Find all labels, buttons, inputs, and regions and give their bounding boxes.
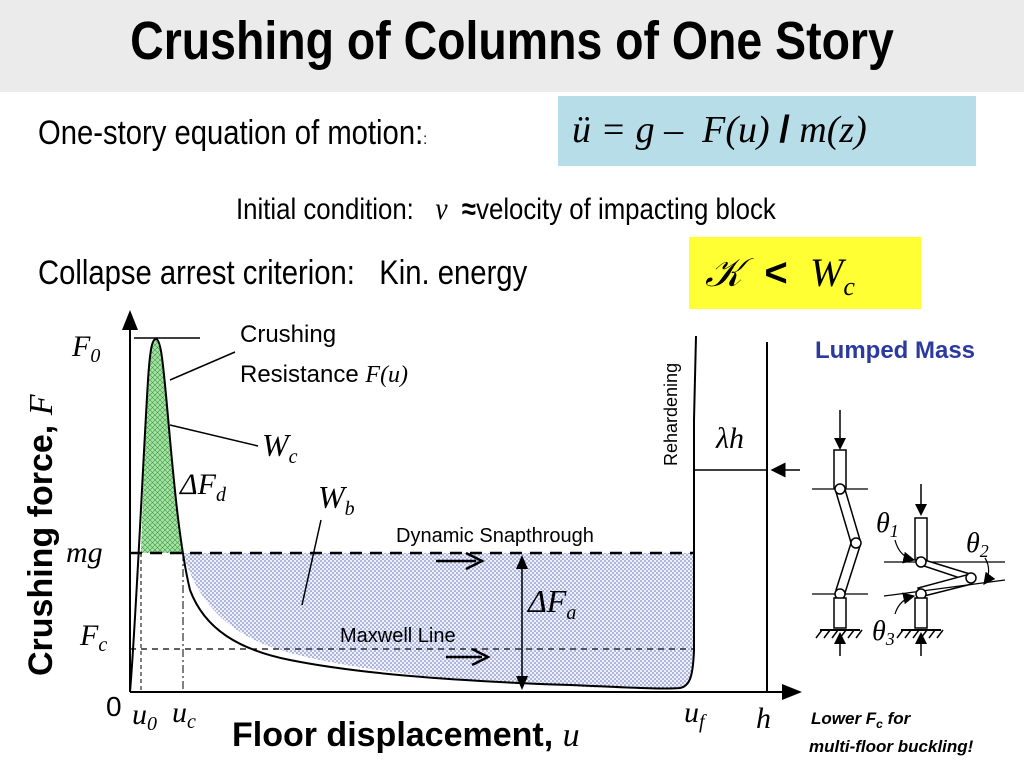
arrest-criterion: Collapse arrest criterion: Kin. energy [38, 254, 528, 292]
delta-fa-arrow-down [516, 676, 528, 690]
column-2-top [914, 517, 928, 561]
rehardening-label: Rehardening [661, 363, 681, 466]
mg-label: mg [66, 536, 103, 569]
ground-1-hatch [815, 629, 863, 639]
wc-label: Wc [262, 427, 298, 468]
equation-box: ü = g – F(u) / m(z) [558, 96, 976, 166]
load-arrow-2-head [915, 504, 927, 516]
initial-condition: Initial condition: v ≈velocity of impact… [236, 190, 776, 226]
kinetic-inequality: 𝒦 < Wc [705, 250, 855, 301]
wc-region [141, 339, 183, 553]
note-line-2: multi-floor buckling! [809, 737, 974, 756]
hinge-2a [915, 556, 927, 568]
crushing-label-2: Resistance F(u) [240, 361, 408, 388]
reaction-1-head [834, 632, 846, 644]
delta-fd-label: ΔFd [179, 468, 227, 506]
snapthrough-label: Dynamic Snapthrough [396, 525, 594, 547]
hinge-1a [834, 483, 846, 495]
slide-title: Crushing of Columns of One Story [130, 11, 894, 71]
theta3-label: θ3 [872, 616, 895, 649]
lambda-h-label: λh [715, 422, 744, 455]
u0-label: u0 [132, 698, 157, 735]
load-arrow-1-head [834, 438, 846, 450]
wb-leader [301, 519, 322, 606]
column-2-base [914, 597, 928, 629]
title-bar [0, 0, 1024, 92]
theta1-label: θ1 [876, 508, 899, 541]
crushing-leader [169, 351, 236, 381]
wb-label: Wb [318, 479, 355, 520]
wb-region [183, 553, 694, 689]
column-1-mid-a [835, 484, 861, 548]
theta2-arc [983, 557, 996, 585]
uf-label: uf [684, 696, 707, 733]
crushing-label-1: Crushing [240, 321, 336, 348]
wc-leader [169, 424, 259, 447]
lumped-mass-title: Lumped Mass [815, 337, 975, 364]
delta-fa-label: ΔFa [526, 583, 576, 624]
theta1-arc [894, 539, 916, 564]
kinetic-energy-box: 𝒦 < Wc [689, 237, 921, 309]
y-axis-arrow [122, 310, 138, 330]
column-1-top [833, 449, 847, 489]
column-1-base [833, 597, 847, 629]
h-label: h [756, 702, 771, 735]
hinge-1b [850, 537, 862, 549]
ground-2-hatch [896, 629, 944, 639]
crushing-resistance-curve [129, 335, 697, 693]
theta2-label: θ2 [966, 528, 989, 561]
zero-label: 0 [106, 691, 122, 722]
uc-label: uc [172, 696, 196, 733]
x-axis-title: Floor displacement, u [232, 716, 580, 754]
maxwell-arrow-head [471, 647, 491, 667]
theta3-arc [894, 592, 916, 615]
maxwell-label: Maxwell Line [340, 625, 456, 647]
hinge-2b [965, 572, 977, 584]
snap-arrow-head [465, 551, 485, 571]
equation-text: ü = g – F(u) / m(z) [572, 109, 867, 151]
equation-label: One-story equation of motion:: [38, 114, 428, 152]
y-axis-title: Crushing force, F [22, 393, 60, 676]
x-axis-arrow [782, 684, 802, 700]
fc-label: Fc [79, 619, 107, 656]
note-line-1: Lower Fc for [811, 709, 912, 731]
reaction-2-head [915, 632, 927, 644]
delta-fa-arrow-up [516, 555, 528, 569]
f0-label: F0 [71, 330, 100, 367]
